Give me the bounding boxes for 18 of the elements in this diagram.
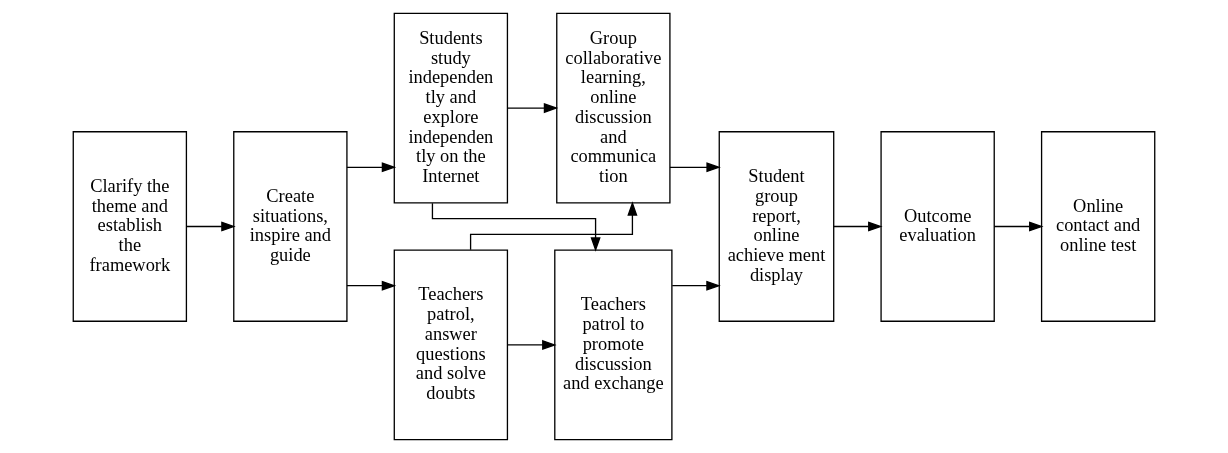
node-box: Teachers patrol, answer questions and solve doubts: [393, 249, 509, 441]
node-box: Clarify the theme and establish the framework: [72, 131, 188, 322]
arrow: [185, 221, 236, 232]
arrow: [993, 221, 1044, 232]
arrow: [671, 280, 721, 291]
node-box: Students study independen tly and explore independen tly on the Internet: [393, 12, 509, 204]
arrow: [346, 162, 397, 173]
arrow: [833, 221, 883, 232]
arrow: [507, 103, 559, 114]
node-box: Group collaborative learning, online discussion and communica tion: [556, 12, 671, 204]
arrow: [346, 280, 397, 291]
node-box: Online contact and online test: [1040, 131, 1156, 322]
node-box: Teachers patrol to promote discussion and exchange: [554, 249, 673, 441]
node-box: Create situations, inspire and guide: [233, 131, 348, 322]
arrow: [507, 339, 557, 350]
node-box: Outcome evaluation: [880, 131, 995, 322]
arrow: [669, 162, 721, 173]
node-box: Student group report, online achieve ment display: [718, 131, 835, 322]
